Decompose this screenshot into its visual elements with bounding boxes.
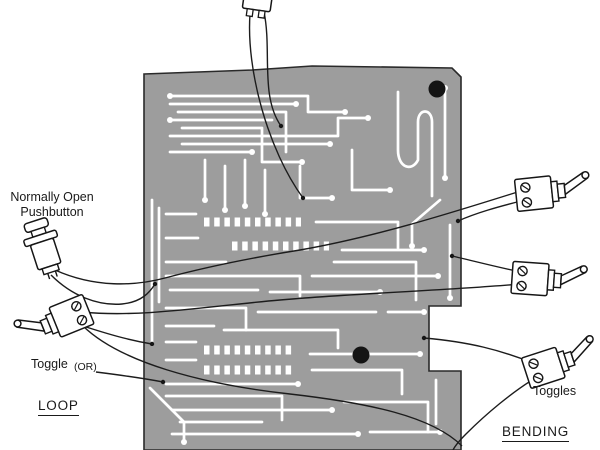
loop-section-label: LOOP [38,398,79,416]
bending-section-label: BENDING [502,424,570,442]
wire [451,255,522,273]
wire [82,325,153,345]
wire [457,199,526,222]
toggle-left-graphic [12,293,95,353]
mounting-hole-bottom [352,346,370,364]
toggle-label: Toggle [31,357,68,371]
toggle-right-1-graphic [513,170,593,213]
hookup-wires [50,11,538,450]
wire [263,11,282,127]
or-label: (OR) [74,361,97,373]
pushbutton-label: Normally Open Pushbutton [2,190,102,220]
toggles-label: Toggles [533,384,577,398]
wire [50,274,156,305]
wire [452,376,538,450]
toggle-right-3-graphic [520,334,600,390]
pushbutton-label-line1: Normally Open [10,190,94,204]
pushbutton-graphic [23,217,62,280]
solder-points [149,123,461,385]
wire [423,337,534,364]
pcb-traces [148,86,452,444]
pcb-pads [167,85,453,445]
wire [248,13,304,199]
circuit-board [143,65,462,450]
wire [82,283,521,315]
wire [82,325,463,447]
mounting-hole-top [428,80,446,98]
wire [54,189,525,285]
pushbutton-label-line2: Pushbutton [20,205,84,219]
wire-or-pointer [95,371,164,383]
toggle-top-graphic [241,0,274,19]
toggle-right-2-graphic [510,260,589,300]
